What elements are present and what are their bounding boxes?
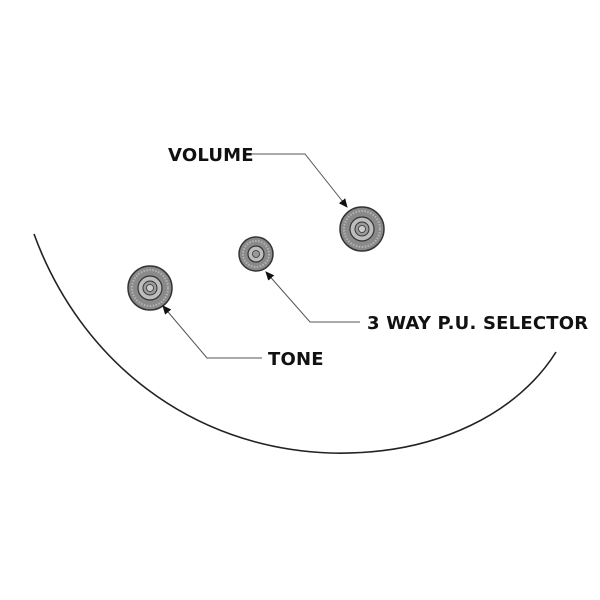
- tone-label: TONE: [268, 349, 324, 370]
- volume-label: VOLUME: [168, 145, 254, 166]
- volume-leader-line: [252, 153, 348, 208]
- guitar-body-outline: [33, 233, 557, 454]
- tone-leader-line: [162, 305, 262, 359]
- pickup-selector-switch: [238, 236, 274, 272]
- selector-leader-line: [265, 271, 360, 323]
- tone-knob: [127, 265, 173, 311]
- selector-label: 3 WAY P.U. SELECTOR: [367, 313, 588, 334]
- volume-knob: [339, 206, 385, 252]
